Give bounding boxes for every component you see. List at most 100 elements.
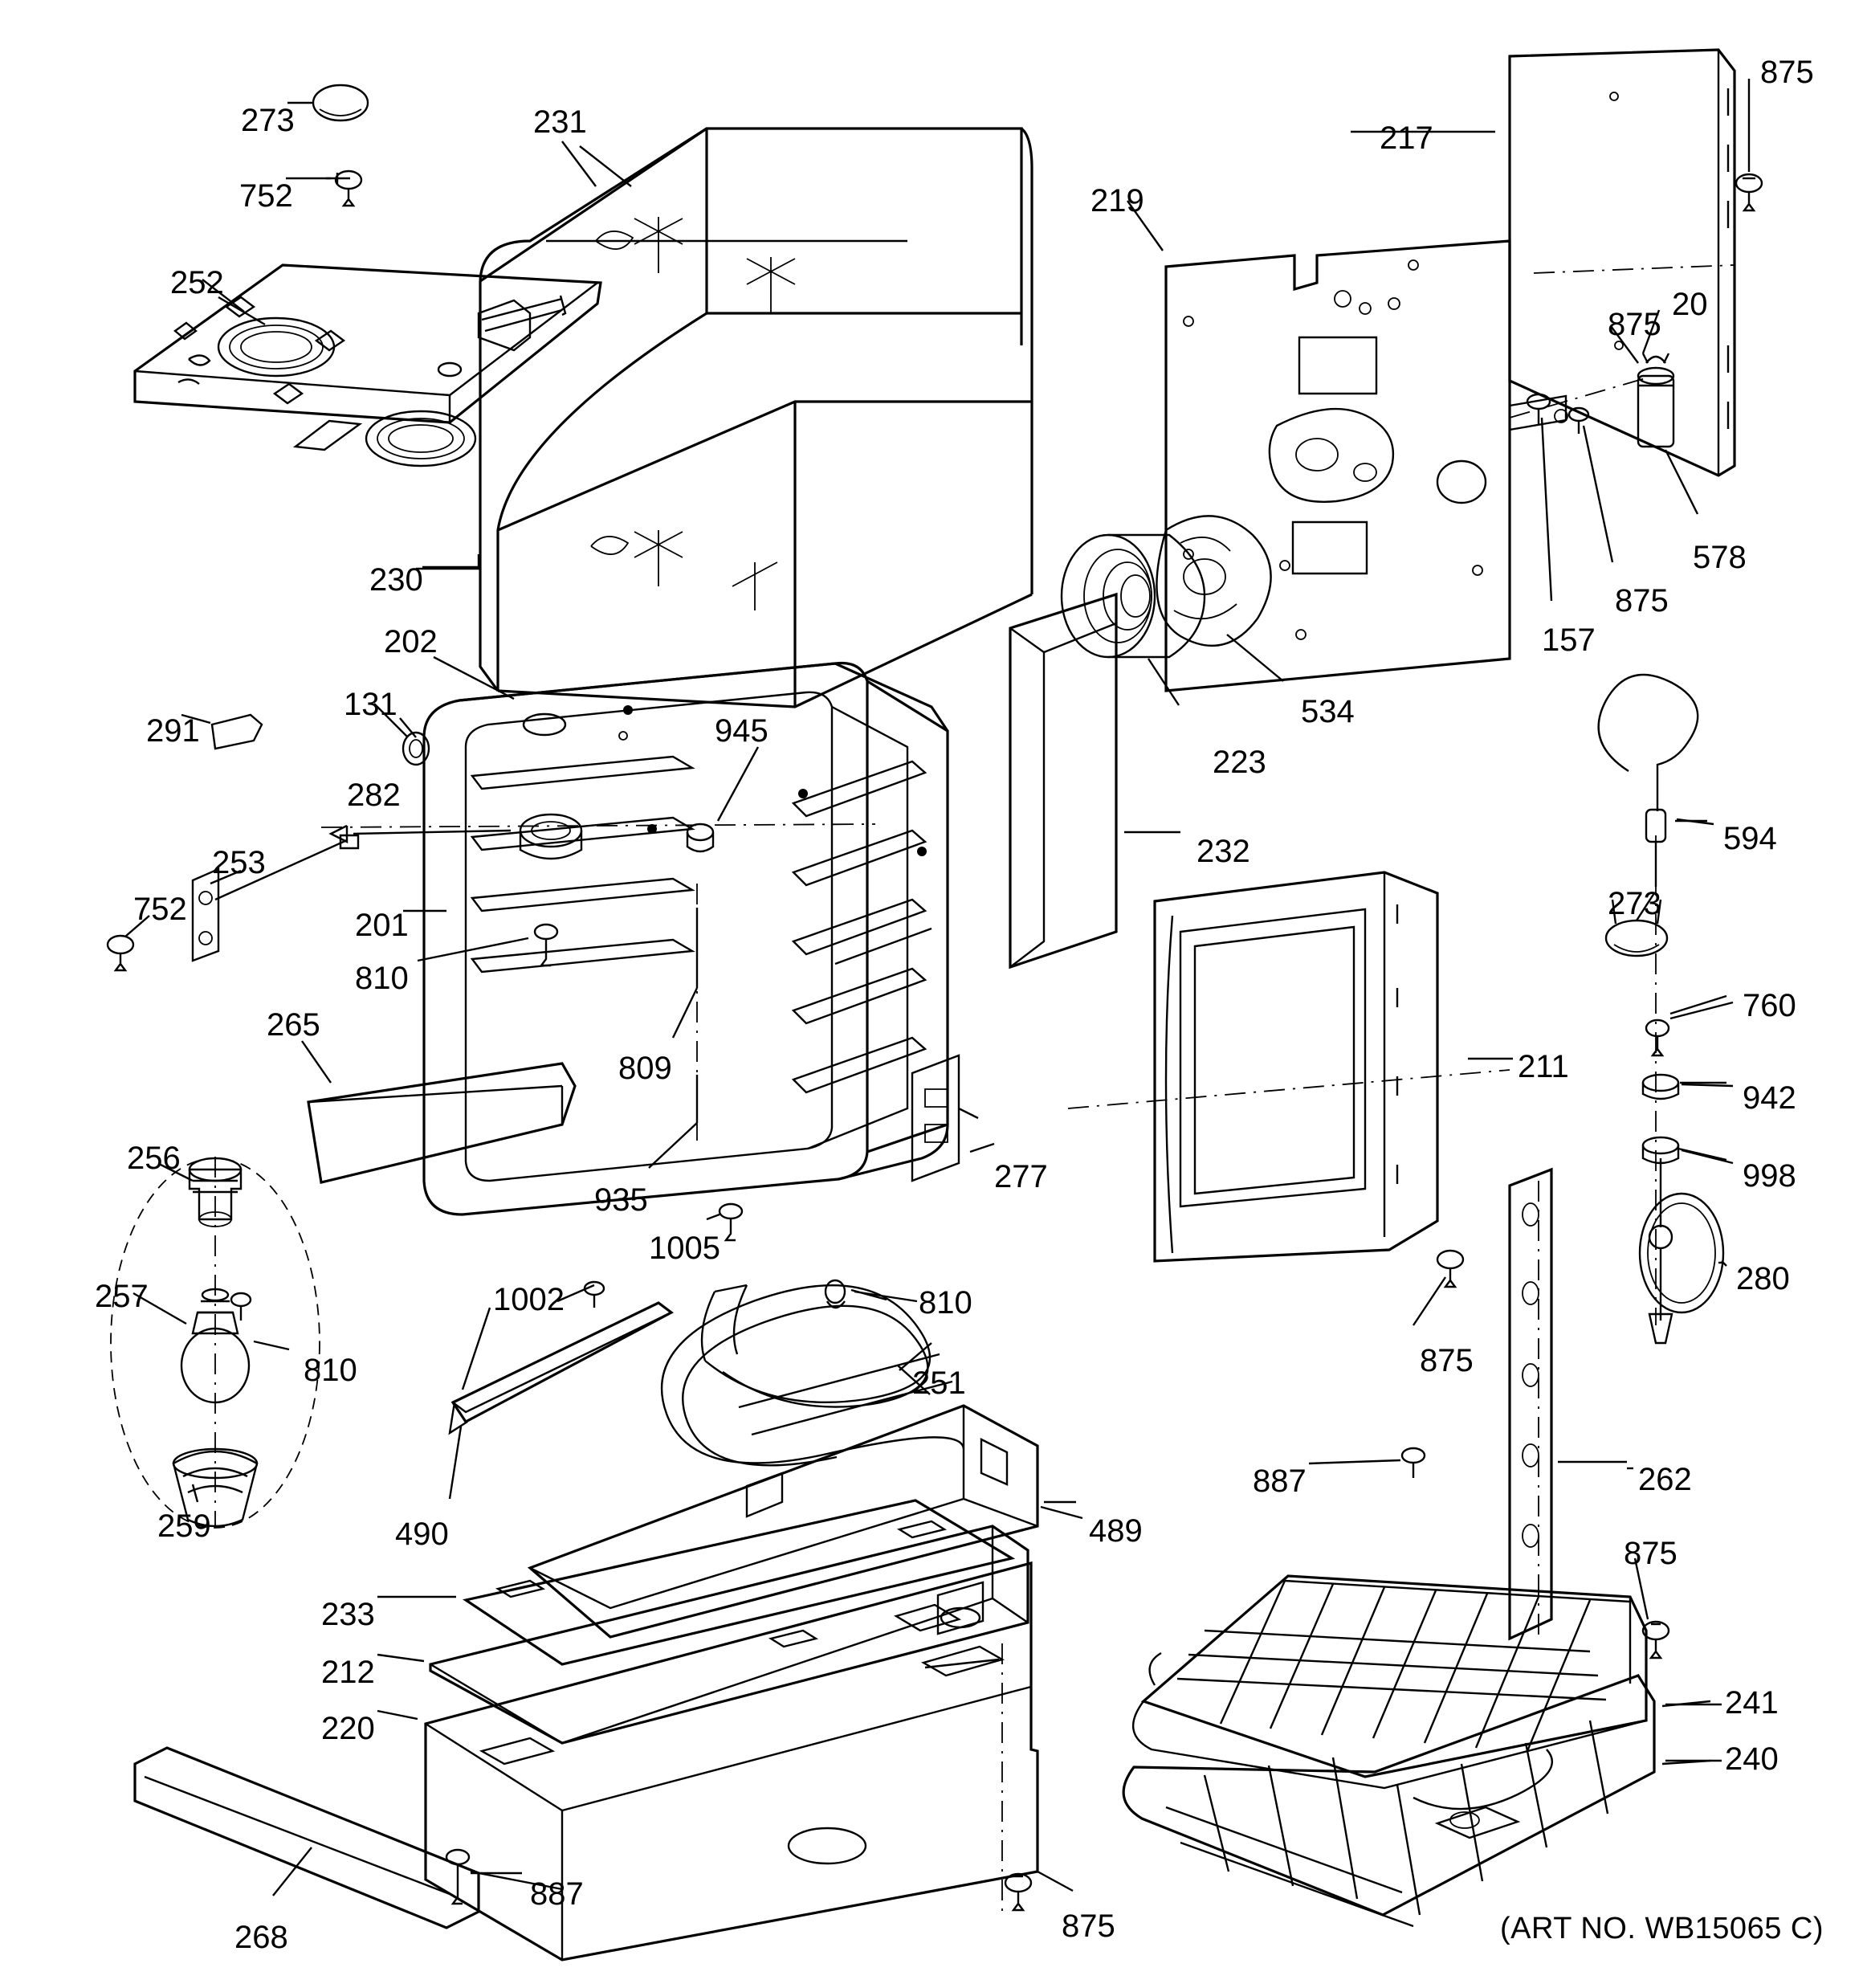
callout-1002: 1002: [493, 1282, 565, 1317]
part-262-side-rail: [1510, 1170, 1627, 1639]
callout-220: 220: [321, 1711, 375, 1746]
callout-252: 252: [170, 265, 224, 300]
part-280-seal-ring: [1640, 1194, 1723, 1312]
callout-251: 251: [912, 1365, 966, 1401]
alignment-centerlines: [215, 265, 1735, 1912]
callout-490: 490: [395, 1517, 449, 1552]
callout-810-b: 810: [304, 1353, 357, 1388]
part-233-panel: [466, 1500, 1012, 1664]
callout-489: 489: [1089, 1513, 1143, 1549]
callout-594: 594: [1723, 821, 1777, 856]
part-875-screw-rail: [1643, 1622, 1669, 1658]
part-945-cover: [687, 824, 713, 851]
callout-760: 760: [1743, 988, 1796, 1023]
part-253-bracket: [193, 835, 358, 961]
part-241-rack: [1133, 1576, 1646, 1788]
callout-875-a: 875: [1760, 55, 1814, 90]
part-265-trim: [308, 1063, 575, 1182]
callout-752: 752: [239, 178, 293, 214]
part-219-rear-panel: [1156, 241, 1510, 691]
callout-752-b: 752: [133, 892, 187, 927]
part-875-screw-a: [1736, 174, 1762, 210]
part-157-bracket: [1510, 394, 1567, 430]
part-131-bushing: [374, 704, 429, 765]
callout-232: 232: [1196, 834, 1250, 869]
callout-201: 201: [355, 908, 409, 943]
callout-257: 257: [95, 1279, 149, 1314]
callout-280: 280: [1736, 1261, 1790, 1296]
part-20-receptacle: [1638, 353, 1673, 447]
part-752-screw-b: [108, 916, 149, 970]
part-875-screw-b: [1569, 408, 1588, 434]
callout-942: 942: [1743, 1080, 1796, 1116]
callout-219: 219: [1090, 183, 1144, 218]
callout-265: 265: [267, 1007, 320, 1043]
part-810-screw-lamp: [231, 1293, 289, 1349]
part-220-panel: [426, 1563, 1037, 1960]
callout-212: 212: [321, 1655, 375, 1690]
part-217-back-cover: [1510, 50, 1735, 476]
part-760-screw: [1646, 996, 1726, 1055]
callout-268: 268: [234, 1920, 288, 1955]
part-268-kick-strip: [135, 1748, 479, 1928]
part-277-hinge: [912, 1055, 978, 1181]
part-231-oven-wrapper: [479, 129, 1032, 707]
part-201-oven-liner: [424, 663, 948, 1214]
part-489-bottom-plate: [530, 1406, 1037, 1637]
callout-578: 578: [1693, 540, 1747, 575]
part-887-screw-kick: [446, 1850, 522, 1904]
part-594-cable: [1599, 675, 1707, 887]
callout-875-e: 875: [1624, 1536, 1678, 1571]
part-223-blower-wheel: [1062, 535, 1205, 657]
callout-875-b: 875: [1608, 307, 1661, 342]
part-942-washer: [1643, 1075, 1726, 1099]
callout-291: 291: [146, 713, 200, 749]
callout-809: 809: [618, 1051, 672, 1086]
part-810-screw-liner: [418, 925, 557, 965]
callout-253: 253: [212, 845, 266, 880]
callout-231: 231: [533, 104, 587, 140]
callout-240: 240: [1725, 1741, 1779, 1777]
part-1005-screw: [707, 1204, 742, 1240]
callout-223: 223: [1213, 745, 1266, 780]
part-490-rail: [450, 1303, 671, 1433]
callout-217: 217: [1380, 120, 1433, 156]
part-875-screw-door: [1437, 1251, 1463, 1287]
callout-273-b: 273: [1608, 886, 1661, 921]
part-998-nut: [1643, 1137, 1726, 1343]
callout-230: 230: [369, 562, 423, 598]
callout-259: 259: [157, 1508, 211, 1544]
part-251-bake-element: [662, 1280, 964, 1465]
part-212-panel: [430, 1526, 1028, 1743]
part-273-knob: [287, 85, 368, 120]
callout-810-a: 810: [355, 961, 409, 996]
callout-887-a: 887: [1253, 1463, 1307, 1499]
part-291-clip: [181, 715, 262, 749]
part-240-rack-lower: [1123, 1676, 1654, 1926]
callout-282: 282: [347, 778, 401, 813]
callout-157: 157: [1542, 623, 1596, 658]
callout-211: 211: [1518, 1049, 1569, 1084]
callout-202: 202: [384, 624, 438, 659]
callout-998: 998: [1743, 1158, 1796, 1194]
callout-256: 256: [127, 1141, 181, 1176]
callout-277: 277: [994, 1159, 1048, 1194]
callout-875-d: 875: [1420, 1343, 1474, 1378]
callout-810-c: 810: [919, 1285, 972, 1321]
callout-875-f: 875: [1062, 1908, 1115, 1944]
part-273-grommet: [1606, 893, 1667, 956]
part-232-insulation: [1010, 594, 1116, 967]
callout-241: 241: [1725, 1685, 1779, 1721]
callout-887-b: 887: [530, 1876, 584, 1912]
callout-262: 262: [1638, 1462, 1692, 1497]
callout-131: 131: [344, 687, 397, 722]
callout-273: 273: [241, 103, 295, 138]
part-752-screw-top: [286, 171, 361, 206]
callout-1005: 1005: [649, 1231, 720, 1266]
callout-534: 534: [1301, 694, 1355, 729]
part-875-screw-bottom: [1005, 1874, 1031, 1910]
part-887-screw-rail: [1309, 1448, 1425, 1478]
part-211-door-panel: [1155, 872, 1437, 1261]
